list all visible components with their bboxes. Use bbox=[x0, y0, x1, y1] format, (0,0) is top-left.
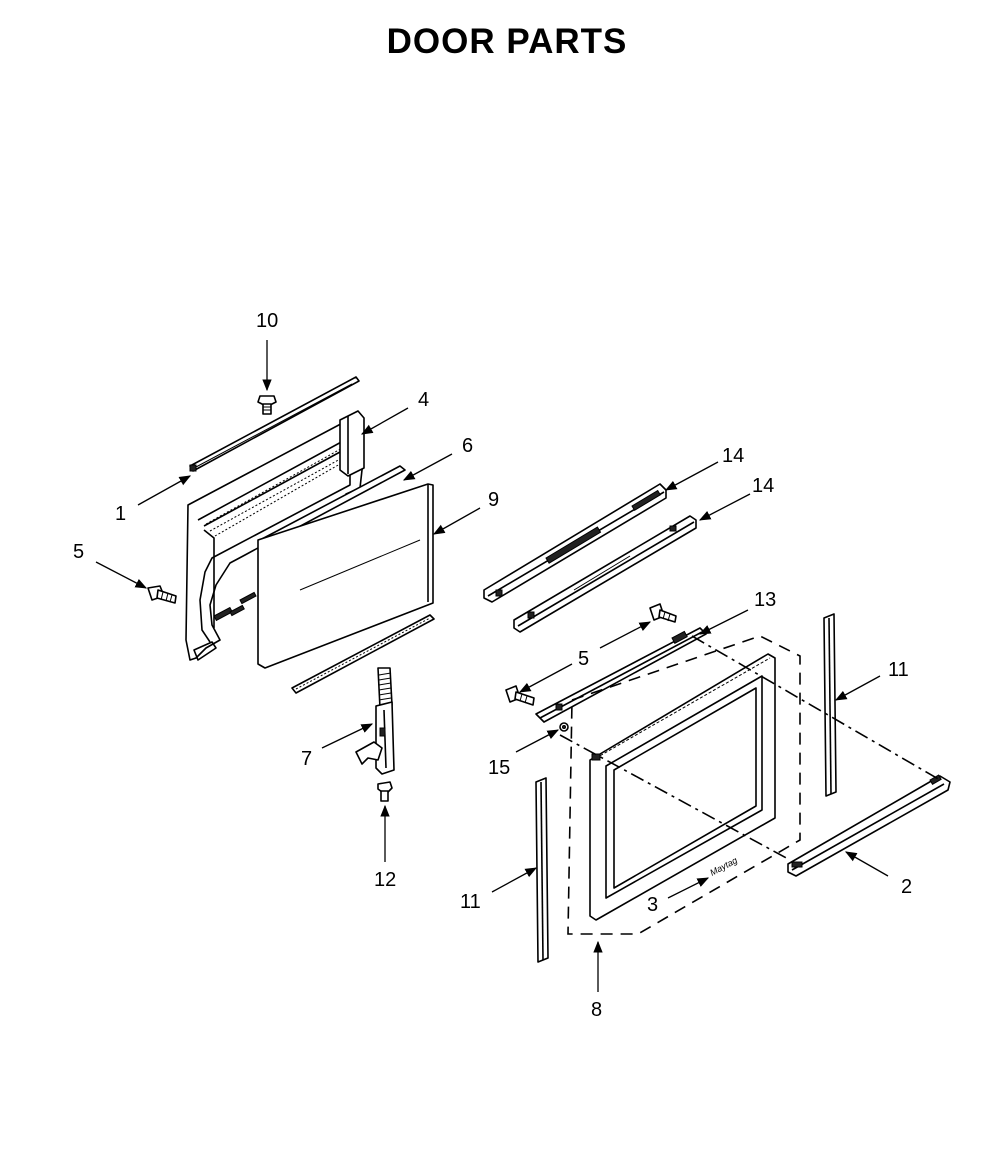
callout-11-left: 11 bbox=[460, 891, 481, 913]
part-8-outer-door-panel: Maytag bbox=[567, 635, 801, 935]
callout-13: 13 bbox=[754, 589, 776, 611]
leader-4 bbox=[360, 407, 409, 435]
part-2-bottom-trim bbox=[787, 774, 951, 877]
part-12-screw bbox=[377, 781, 393, 802]
part-5-screw-right-upper bbox=[649, 603, 677, 623]
part-9-glass-panel bbox=[257, 483, 434, 669]
leader-11-left bbox=[491, 867, 538, 893]
assembly-line-15-to-2 bbox=[559, 734, 791, 861]
part-14-channel-lower bbox=[513, 515, 697, 633]
leader-6 bbox=[402, 453, 453, 481]
leader-15 bbox=[515, 729, 560, 753]
leader-9 bbox=[432, 507, 481, 535]
part-7-hinge bbox=[355, 667, 395, 775]
callout-14-lower: 14 bbox=[752, 475, 774, 497]
callout-10: 10 bbox=[256, 310, 278, 332]
part-15-fastener bbox=[559, 722, 569, 732]
leader-7 bbox=[321, 723, 374, 749]
door-logo-text: Maytag bbox=[708, 855, 739, 878]
leader-13 bbox=[698, 609, 749, 635]
leader-5-right-upper bbox=[599, 621, 652, 649]
part-5-screw-left bbox=[147, 585, 177, 604]
callout-5-left: 5 bbox=[73, 541, 84, 563]
callout-5-right: 5 bbox=[578, 648, 589, 670]
assembly-line-13-to-2 bbox=[691, 635, 941, 781]
callout-7: 7 bbox=[301, 748, 312, 770]
leader-1 bbox=[137, 475, 192, 506]
part-10-screw bbox=[257, 395, 277, 415]
leader-14-lower bbox=[698, 493, 751, 521]
glass-bottom-trim bbox=[291, 614, 435, 694]
page-title: DOOR PARTS bbox=[386, 22, 628, 61]
callout-6: 6 bbox=[462, 435, 473, 457]
leader-5-right-lower bbox=[518, 663, 573, 693]
callout-9: 9 bbox=[488, 489, 499, 511]
callout-11-right: 11 bbox=[888, 659, 909, 681]
part-11-side-trim-right bbox=[823, 613, 837, 797]
callout-1: 1 bbox=[115, 503, 126, 525]
callout-8: 8 bbox=[591, 999, 602, 1021]
part-11-side-trim-left bbox=[535, 777, 549, 963]
leader-3 bbox=[667, 877, 710, 899]
leader-5-left bbox=[95, 561, 148, 589]
callout-12: 12 bbox=[374, 869, 396, 891]
callout-15: 15 bbox=[488, 757, 510, 779]
callout-2: 2 bbox=[901, 876, 912, 898]
part-4-door-liner-edge bbox=[339, 410, 365, 477]
part-5-screw-right-lower bbox=[505, 685, 535, 706]
leader-11-right bbox=[834, 675, 881, 701]
callout-14-upper: 14 bbox=[722, 445, 744, 467]
leader-2 bbox=[844, 851, 889, 877]
part-14-channel-upper bbox=[483, 483, 667, 603]
callout-3: 3 bbox=[647, 894, 658, 916]
leader-14-upper bbox=[664, 461, 719, 491]
callout-4: 4 bbox=[418, 389, 429, 411]
